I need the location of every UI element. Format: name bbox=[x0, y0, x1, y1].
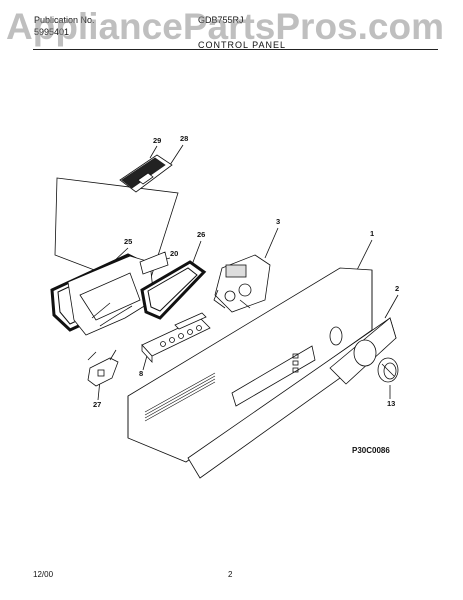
part-8-button-bar bbox=[141, 312, 211, 364]
part-1-control-panel bbox=[127, 267, 373, 463]
publication-label: Publication No. bbox=[34, 15, 95, 25]
callout-1: 1 bbox=[370, 229, 374, 238]
callout-25: 25 bbox=[124, 237, 132, 246]
leader-29 bbox=[149, 145, 158, 159]
part-26-gasket bbox=[140, 260, 207, 320]
callout-20: 20 bbox=[170, 249, 178, 258]
part-28-29-cover bbox=[119, 154, 173, 193]
leader-3 bbox=[264, 227, 279, 259]
callout-28: 28 bbox=[180, 134, 188, 143]
callout-29: 29 bbox=[153, 136, 161, 145]
part-27-latch bbox=[87, 349, 119, 387]
section-title: CONTROL PANEL bbox=[198, 40, 287, 50]
callout-26: 26 bbox=[197, 230, 205, 239]
header-rule bbox=[33, 49, 438, 50]
part-13-knob bbox=[377, 357, 399, 383]
part-2-overlay bbox=[187, 317, 397, 479]
callout-13: 13 bbox=[387, 399, 395, 408]
callout-27: 27 bbox=[93, 400, 101, 409]
part-20-housing bbox=[67, 251, 169, 336]
callout-8: 8 bbox=[139, 369, 143, 378]
model-number: GDB755RJ bbox=[198, 15, 244, 25]
callout-3: 3 bbox=[276, 217, 280, 226]
footer-date: 12/00 bbox=[33, 570, 54, 579]
diagram-code: P30C0086 bbox=[352, 446, 390, 455]
publication-number: 5995401 bbox=[34, 27, 70, 37]
watermark: AppliancePartsPros.com bbox=[6, 6, 444, 47]
leader-2 bbox=[384, 294, 399, 319]
callout-2: 2 bbox=[395, 284, 399, 293]
page-number: 2 bbox=[228, 570, 233, 579]
part-3-timer bbox=[213, 254, 271, 313]
leader-1 bbox=[355, 239, 373, 273]
